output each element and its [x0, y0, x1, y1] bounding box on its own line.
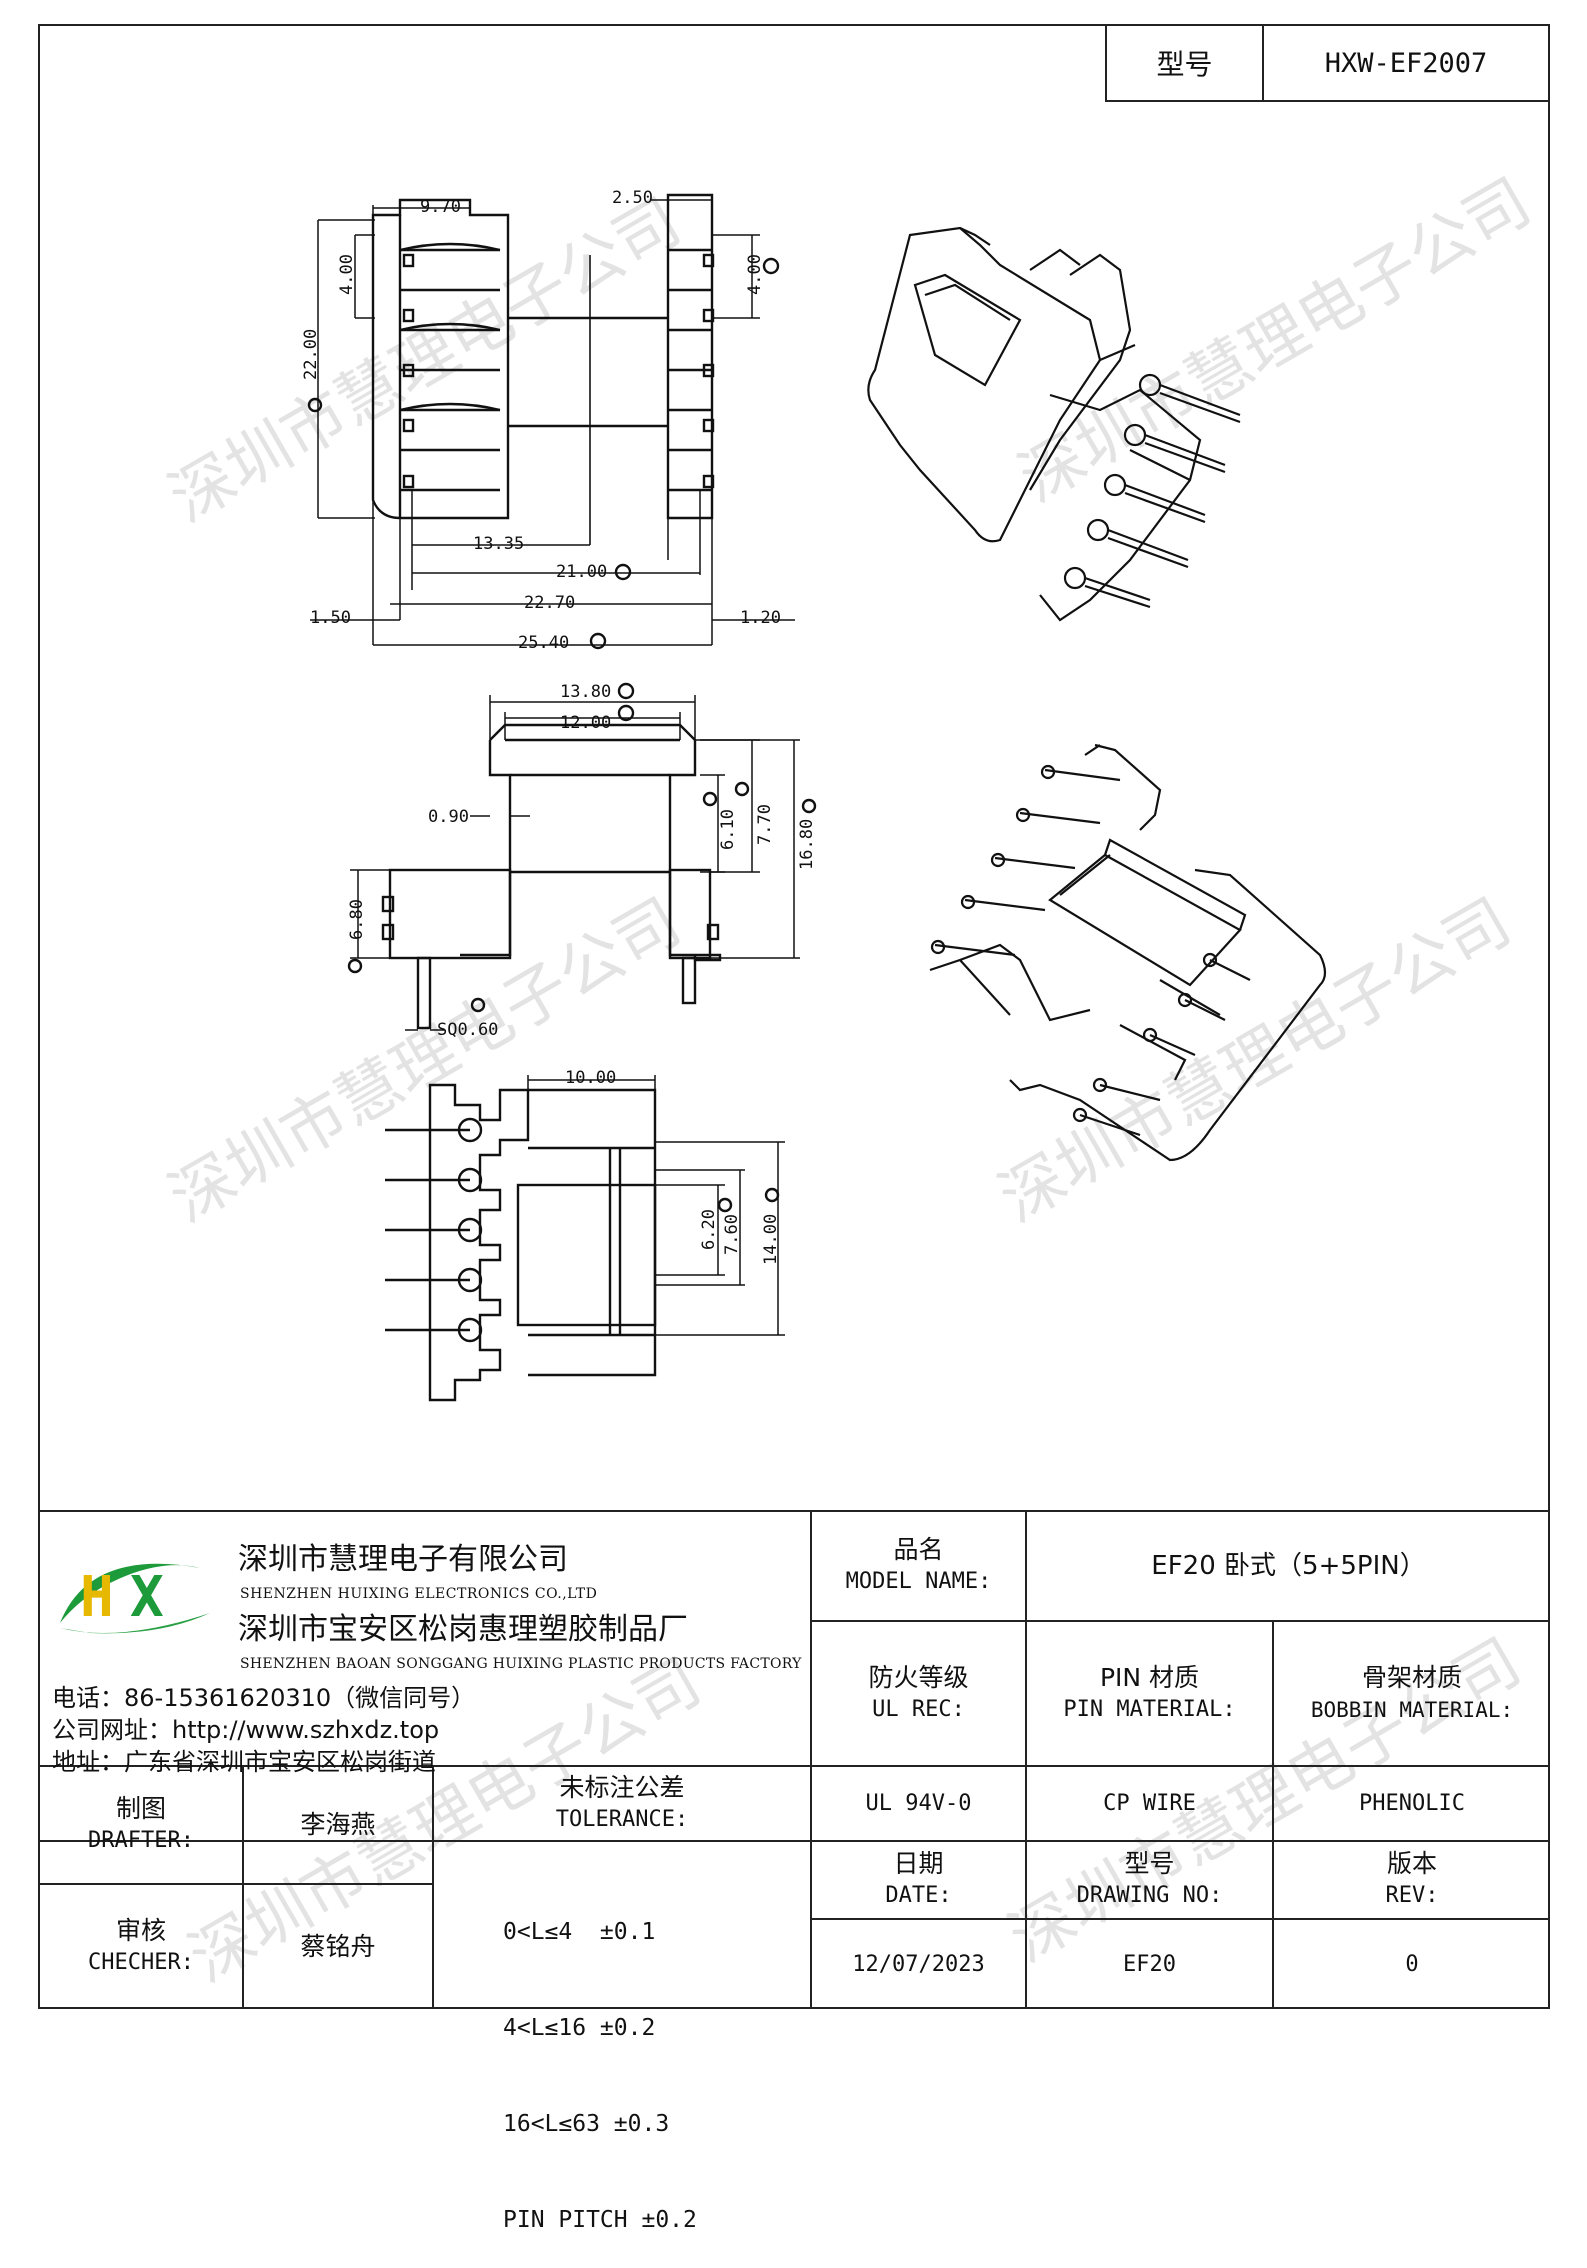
dim-label: 4.00	[745, 254, 765, 295]
model-name-value: EF20 卧式（5+5PIN）	[1027, 1512, 1550, 1620]
bobbin-material-label-en: BOBBIN MATERIAL:	[1310, 1697, 1514, 1722]
rev-value-text: 0	[1405, 1951, 1419, 1977]
drawing-no-label-en: DRAWING NO:	[1076, 1883, 1223, 1908]
logo-letter-x: X	[130, 1565, 164, 1630]
factory-name-cn: 深圳市宝安区松岗惠理塑胶制品厂	[238, 1612, 688, 1647]
bobbin-material-label-cn: 骨架材质	[1361, 1662, 1462, 1692]
dim-label: 21.00	[556, 562, 607, 582]
top-view	[307, 193, 795, 650]
bobbin-material-label: 骨架材质 BOBBIN MATERIAL:	[1274, 1622, 1550, 1765]
model-name-value-text: EF20 卧式（5+5PIN）	[1151, 1551, 1426, 1581]
company-logo: H X	[50, 1538, 220, 1648]
drawing-frame	[38, 24, 1550, 2009]
dim-label: 13.80	[560, 682, 611, 702]
drawing-no-label-cn: 型号	[1124, 1849, 1175, 1878]
drafter-name-text: 李海燕	[300, 1810, 376, 1839]
dim-label: 7.60	[722, 1214, 742, 1255]
logo-letter-h: H	[80, 1565, 114, 1630]
company-name-en: SHENZHEN HUIXING ELECTRONICS CO.,LTD	[240, 1586, 598, 1602]
dim-label: 9.70	[420, 197, 461, 217]
dim-label: 12.00	[560, 713, 611, 733]
dim-label: 16.80	[797, 819, 817, 870]
company-address: 地址：广东省深圳市宝安区松岗街道	[52, 1748, 436, 1776]
header-model-value: HXW-EF2007	[1324, 47, 1488, 79]
model-name-label-en: MODEL NAME:	[845, 1569, 992, 1594]
rev-label-cn: 版本	[1386, 1849, 1437, 1878]
drafter-label-cn: 制图	[115, 1794, 166, 1823]
bobbin-value-text: PHENOLIC	[1359, 1790, 1465, 1816]
drafter-label: 制图 DRAFTER:	[40, 1767, 242, 1883]
ul-value-text: UL 94V-0	[865, 1790, 972, 1816]
dim-label: 6.80	[347, 899, 367, 940]
date-value: 12/07/2023	[812, 1920, 1025, 2009]
rev-label-en: REV:	[1385, 1883, 1439, 1908]
tolerance-list: 0<L≤4 ±0.1 4<L≤16 ±0.2 16<L≤63 ±0.3 PIN …	[503, 1852, 697, 2268]
date-label: 日期 DATE:	[812, 1842, 1025, 1918]
dim-label: 7.70	[755, 804, 775, 845]
checker-label: 审核 CHECHER:	[40, 1885, 242, 2009]
drawing-no-value-text: EF20	[1123, 1951, 1176, 1977]
dim-label: 25.40	[518, 633, 569, 653]
dim-label: 22.00	[301, 329, 321, 380]
header-model-value-cell: HXW-EF2007	[1262, 24, 1550, 102]
tolerance-label-en: TOLERANCE:	[555, 1806, 689, 1832]
tolerance-line: 16<L≤63 ±0.3	[503, 2111, 670, 2137]
ul-value: UL 94V-0	[812, 1767, 1025, 1840]
checker-label-cn: 审核	[115, 1916, 166, 1945]
company-name-cn: 深圳市慧理电子有限公司	[238, 1542, 568, 1577]
pin-material-label-cn: PIN 材质	[1099, 1662, 1200, 1692]
tolerance-line: PIN PITCH ±0.2	[503, 2207, 697, 2233]
ul-rec-label-cn: 防火等级	[868, 1662, 969, 1692]
drawing-no-label: 型号 DRAWING NO:	[1027, 1842, 1272, 1918]
dim-label: 22.70	[524, 593, 575, 613]
factory-name-en: SHENZHEN BAOAN SONGGANG HUIXING PLASTIC …	[240, 1656, 802, 1672]
dim-label: 0.90	[428, 807, 469, 827]
drafter-label-en: DRAFTER:	[88, 1828, 194, 1853]
date-label-cn: 日期	[893, 1849, 944, 1878]
dim-label: 6.20	[699, 1209, 719, 1250]
dim-label: 13.35	[473, 534, 524, 554]
dim-label: 1.20	[740, 608, 781, 628]
checker-label-en: CHECHER:	[88, 1950, 194, 1975]
dim-label: 6.10	[718, 809, 738, 850]
rev-label: 版本 REV:	[1274, 1842, 1550, 1918]
header-model-label: 型号	[1156, 48, 1213, 81]
dim-label: 1.50	[310, 608, 351, 628]
pin-material-label-en: PIN MATERIAL:	[1063, 1696, 1236, 1722]
dim-label: SQ0.60	[437, 1020, 498, 1040]
tolerance-label-cn: 未标注公差	[559, 1772, 685, 1802]
company-website[interactable]: 公司网址：http://www.szhxdz.top	[52, 1716, 440, 1744]
isometric-view-top	[867, 226, 1241, 622]
tolerance-label: 未标注公差 TOLERANCE:	[434, 1767, 810, 1840]
bottom-view	[385, 1075, 785, 1402]
date-label-en: DATE:	[885, 1883, 952, 1908]
pin-material-label: PIN 材质 PIN MATERIAL:	[1027, 1622, 1272, 1765]
technical-drawing: 9.70 2.50 4.00 4.00 22.00 13.35 21.00 22…	[301, 188, 1327, 1402]
drafter-name: 李海燕	[244, 1767, 432, 1883]
drawing-no-value: EF20	[1027, 1920, 1272, 2009]
company-phone: 电话：86-15361620310（微信同号）	[52, 1684, 476, 1712]
ul-rec-label-en: UL REC:	[872, 1696, 965, 1722]
rev-value: 0	[1274, 1920, 1550, 2009]
model-name-label-cn: 品名	[893, 1535, 944, 1564]
tolerance-line: 0<L≤4 ±0.1	[503, 1919, 656, 1945]
checker-name-text: 蔡铭舟	[300, 1932, 376, 1961]
dim-label: 2.50	[612, 188, 653, 208]
dim-label: 10.00	[565, 1068, 616, 1088]
date-value-text: 12/07/2023	[852, 1951, 985, 1977]
model-name-label: 品名 MODEL NAME:	[812, 1512, 1025, 1620]
pin-value-text: CP WIRE	[1103, 1790, 1196, 1816]
dim-label: 14.00	[761, 1214, 781, 1265]
pin-value: CP WIRE	[1027, 1767, 1272, 1840]
checker-name: 蔡铭舟	[244, 1885, 432, 2009]
tolerance-line: 4<L≤16 ±0.2	[503, 2015, 656, 2041]
side-view	[347, 682, 817, 1031]
ul-rec-label: 防火等级 UL REC:	[812, 1622, 1025, 1765]
bobbin-value: PHENOLIC	[1274, 1767, 1550, 1840]
dim-label: 4.00	[337, 254, 357, 295]
isometric-view-bottom	[929, 743, 1327, 1162]
